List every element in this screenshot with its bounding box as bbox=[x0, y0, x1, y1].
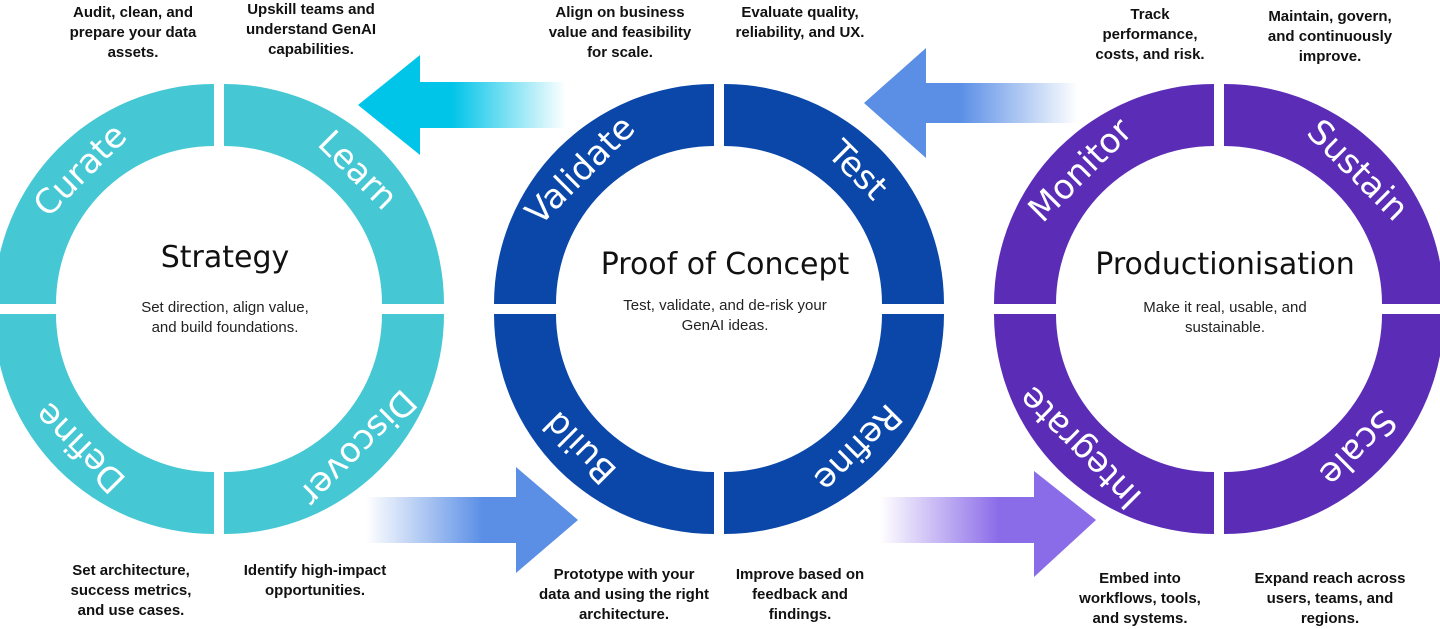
ring-segment-validate bbox=[494, 84, 714, 304]
step-desc-validate: Align on business value and feasibility … bbox=[548, 4, 692, 61]
flow-arrows bbox=[358, 48, 1096, 577]
ring-subtitle-poc: Test, validate, and de-risk your GenAI i… bbox=[623, 297, 827, 334]
arrow-left-icon bbox=[864, 48, 1078, 158]
step-desc-test: Evaluate quality, reliability, and UX. bbox=[735, 4, 865, 41]
step-desc-build: Prototype with your data and using the r… bbox=[538, 566, 709, 623]
ring-title-production: Productionisation bbox=[1095, 247, 1355, 282]
ring-title-strategy: Strategy bbox=[160, 240, 290, 275]
step-desc-discover: Identify high-impact opportunities. bbox=[243, 562, 387, 599]
ring-segment-learn bbox=[224, 84, 444, 304]
step-desc-curate: Audit, clean, and prepare your data asse… bbox=[69, 4, 197, 61]
step-desc-monitor: Track performance, costs, and risk. bbox=[1095, 6, 1205, 63]
ring-title-poc: Proof of Concept bbox=[600, 247, 850, 282]
ring-segment-sustain bbox=[1224, 84, 1440, 304]
ring-subtitle-production: Make it real, usable, and sustainable. bbox=[1143, 299, 1307, 336]
ring-segment-refine bbox=[724, 314, 944, 534]
step-desc-refine: Improve based on feedback and findings. bbox=[735, 566, 865, 623]
step-desc-learn: Upskill teams and understand GenAI capab… bbox=[245, 1, 376, 58]
ring-segment-curate bbox=[0, 84, 214, 304]
step-desc-define: Set architecture, success metrics, and u… bbox=[70, 562, 192, 619]
step-desc-scale: Expand reach across users, teams, and re… bbox=[1254, 570, 1406, 627]
arrow-left-icon bbox=[358, 55, 566, 155]
arrow-right-icon bbox=[366, 467, 578, 573]
step-desc-sustain: Maintain, govern, and continuously impro… bbox=[1267, 8, 1393, 65]
ring-segment-discover bbox=[224, 314, 444, 534]
ring-segment-monitor bbox=[994, 84, 1214, 304]
ring-segment-define bbox=[0, 314, 214, 534]
step-desc-integrate: Embed into workflows, tools, and systems… bbox=[1079, 570, 1201, 627]
ring-segment-test bbox=[724, 84, 944, 304]
arrow-right-icon bbox=[880, 471, 1096, 577]
ring-subtitle-strategy: Set direction, align value, and build fo… bbox=[141, 299, 309, 336]
ring-segment-build bbox=[494, 314, 714, 534]
ring-segment-integrate bbox=[994, 314, 1214, 534]
ring-segment-scale bbox=[1224, 314, 1440, 534]
